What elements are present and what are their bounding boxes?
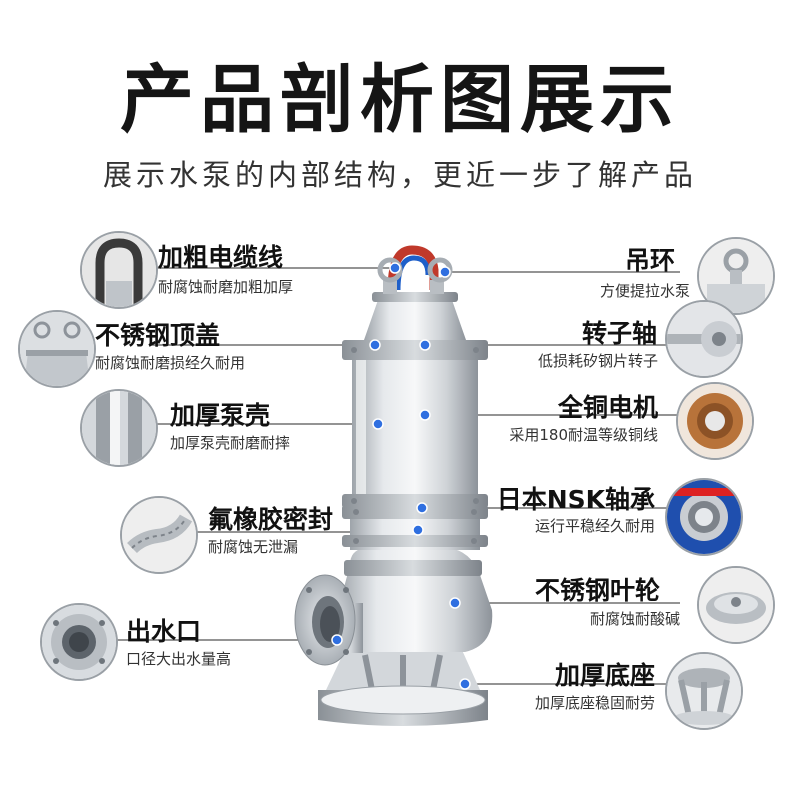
feature-title-pump-shell: 加厚泵壳	[170, 401, 271, 430]
pump-motor-housing	[342, 340, 488, 508]
feature-title-bearing: 日本NSK轴承	[496, 485, 655, 514]
impeller-icon	[697, 566, 775, 644]
page-subtitle: 展示水泵的内部结构，更近一步了解产品	[102, 158, 697, 192]
seal-icon	[120, 496, 198, 574]
feature-desc-top-cover: 耐腐蚀耐磨损经久耐用	[95, 354, 246, 372]
callout-dot	[412, 524, 424, 536]
feature-desc-base: 加厚底座稳固耐劳	[534, 694, 655, 712]
pump-base	[318, 650, 488, 726]
callout-dot	[331, 634, 343, 646]
feature-title-seal: 氟橡胶密封	[208, 505, 334, 534]
callout-dot	[372, 418, 384, 430]
callout-dots	[331, 262, 471, 690]
cable-icon	[80, 231, 158, 309]
feature-title-copper-motor: 全铜电机	[557, 393, 658, 422]
callout-dot	[389, 262, 401, 274]
feature-title-rotor-shaft: 转子轴	[581, 319, 657, 348]
page-title: 产品剖析图展示	[120, 57, 680, 143]
pump-seal-section	[342, 500, 488, 550]
top-cover-icon	[18, 310, 96, 388]
callout-dot	[416, 502, 428, 514]
callout-dot	[459, 678, 471, 690]
pump-volute	[294, 548, 493, 666]
feature-desc-cable: 耐腐蚀耐磨加粗加厚	[158, 278, 294, 296]
feature-desc-impeller: 耐腐蚀耐酸碱	[589, 610, 680, 628]
pump-top-cover	[364, 292, 466, 340]
feature-desc-lifting-ring: 方便提拉水泵	[599, 282, 690, 300]
base-icon	[665, 652, 743, 730]
feature-title-lifting-ring: 吊环	[624, 246, 675, 275]
feature-desc-outlet: 口径大出水量高	[126, 650, 232, 668]
outlet-icon	[40, 603, 118, 681]
copper-motor-icon	[676, 382, 754, 460]
feature-title-outlet: 出水口	[126, 617, 202, 646]
callout-dot	[369, 339, 381, 351]
feature-desc-pump-shell: 加厚泵壳耐磨耐摔	[170, 434, 291, 452]
feature-desc-bearing: 运行平稳经久耐用	[534, 517, 655, 535]
feature-desc-copper-motor: 采用180耐温等级铜线	[509, 426, 658, 444]
bearing-icon	[665, 478, 743, 556]
feature-desc-rotor-shaft: 低损耗矽钢片转子	[537, 352, 658, 370]
pump-shell-icon	[80, 389, 158, 467]
feature-title-impeller: 不锈钢叶轮	[534, 576, 660, 605]
feature-title-cable: 加粗电缆线	[158, 243, 284, 272]
feature-title-top-cover: 不锈钢顶盖	[95, 321, 221, 350]
callout-dot	[419, 409, 431, 421]
feature-title-base: 加厚底座	[554, 661, 655, 690]
feature-desc-seal: 耐腐蚀无泄漏	[208, 538, 299, 556]
callout-dot	[439, 266, 451, 278]
rotor-shaft-icon	[665, 300, 743, 378]
callout-dot	[419, 339, 431, 351]
callout-dot	[449, 597, 461, 609]
